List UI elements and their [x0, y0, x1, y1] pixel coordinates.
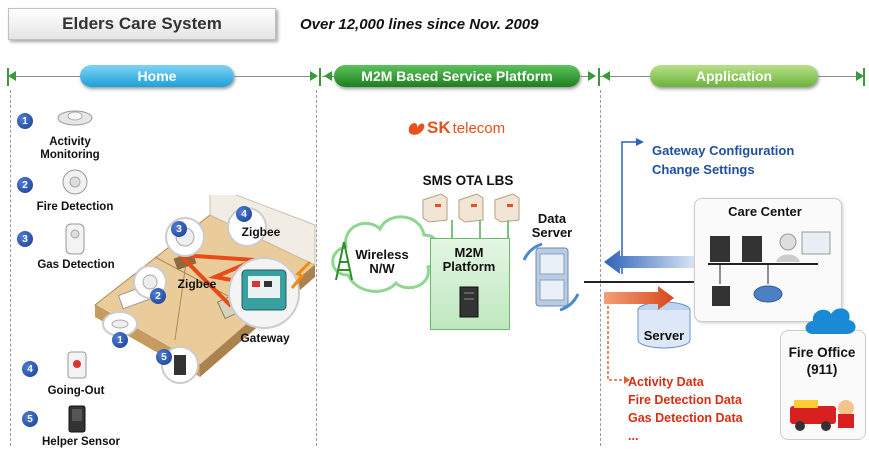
home-section-header: Home	[80, 65, 234, 87]
wireless-signal-icon	[290, 260, 312, 289]
platform-section-header: M2M Based Service Platform	[334, 65, 580, 87]
device-label-fire: Fire Detection	[36, 201, 114, 213]
house-marker-2: 2	[150, 288, 166, 304]
device-label-helper: Helper Sensor	[42, 436, 120, 448]
device-number-badge: 2	[17, 177, 33, 193]
application-section-header: Application	[650, 65, 818, 87]
home-divider-right	[316, 90, 317, 446]
motion-sensor-icon	[57, 110, 93, 126]
sk-telecom-logo: SK telecom	[405, 118, 505, 138]
wireless-nw-label: Wireless N/W	[355, 247, 409, 276]
care-center-equipment-icon	[708, 231, 831, 306]
server-arrow-icon	[604, 286, 674, 310]
config-line-1: Gateway Configuration	[652, 143, 795, 158]
gateway-label: Gateway	[240, 331, 290, 345]
data-line-activity: Activity Data	[628, 375, 704, 389]
data-bracket-line	[607, 306, 630, 384]
sk-butterfly-icon	[408, 123, 425, 135]
telecom-logo-text: telecom	[452, 119, 506, 137]
gas-detector-icon	[65, 223, 85, 255]
device-number-badge: 4	[22, 361, 38, 377]
fire-truck-icon	[790, 400, 854, 431]
device-number-badge: 5	[22, 411, 38, 427]
data-server-label: Data Server	[531, 211, 573, 240]
fire-office-cloud-icon	[805, 308, 856, 334]
m2m-platform-label: M2M Platform	[442, 245, 496, 274]
device-number-badge: 3	[17, 231, 33, 247]
house-marker-1: 1	[112, 332, 128, 348]
services-connector-lines	[451, 220, 509, 238]
cell-tower-icon	[335, 241, 353, 281]
device-number-badge: 1	[17, 113, 33, 129]
helper-sensor-icon	[68, 405, 86, 433]
data-server-icon	[522, 242, 580, 312]
sk-logo-text: SK	[427, 118, 451, 137]
data-line-fire: Fire Detection Data	[628, 393, 742, 407]
config-line-2: Change Settings	[652, 162, 755, 177]
device-label-going-out: Going-Out	[47, 385, 105, 397]
house-sensor-callout	[102, 311, 138, 337]
house-marker-3: 3	[171, 221, 187, 237]
device-label-gas: Gas Detection	[37, 259, 115, 271]
going-out-button-icon	[67, 351, 87, 379]
gateway-device-icon	[228, 257, 300, 329]
home-divider-left	[10, 90, 11, 446]
zigbee-label-top: Zigbee	[241, 225, 281, 239]
data-line-more: ...	[628, 429, 639, 443]
data-line-gas: Gas Detection Data	[628, 411, 743, 425]
smoke-detector-icon	[62, 169, 88, 195]
config-arrow-icon	[604, 250, 696, 274]
service-servers-icon	[422, 193, 520, 223]
house-sensor-callout	[165, 217, 205, 257]
server-label: Server	[643, 328, 685, 343]
ruler-arrowheads	[7, 68, 865, 86]
care-center-label: Care Center	[728, 204, 802, 219]
config-bracket-line	[621, 138, 644, 274]
device-label-activity: Activity Monitoring	[40, 136, 100, 161]
system-title: Elders Care System	[8, 8, 276, 40]
m2m-server-icon	[459, 286, 479, 318]
system-subtitle: Over 12,000 lines since Nov. 2009	[300, 16, 539, 33]
network-link-line	[584, 281, 752, 283]
house-marker-5: 5	[156, 349, 172, 365]
house-marker-4: 4	[236, 206, 252, 222]
app-divider-left	[600, 90, 601, 446]
services-label: SMS OTA LBS	[422, 173, 514, 188]
server-database-icon	[637, 301, 691, 349]
fire-office-label: Fire Office (911)	[788, 345, 856, 377]
zigbee-label-mid: Zigbee	[177, 277, 217, 291]
